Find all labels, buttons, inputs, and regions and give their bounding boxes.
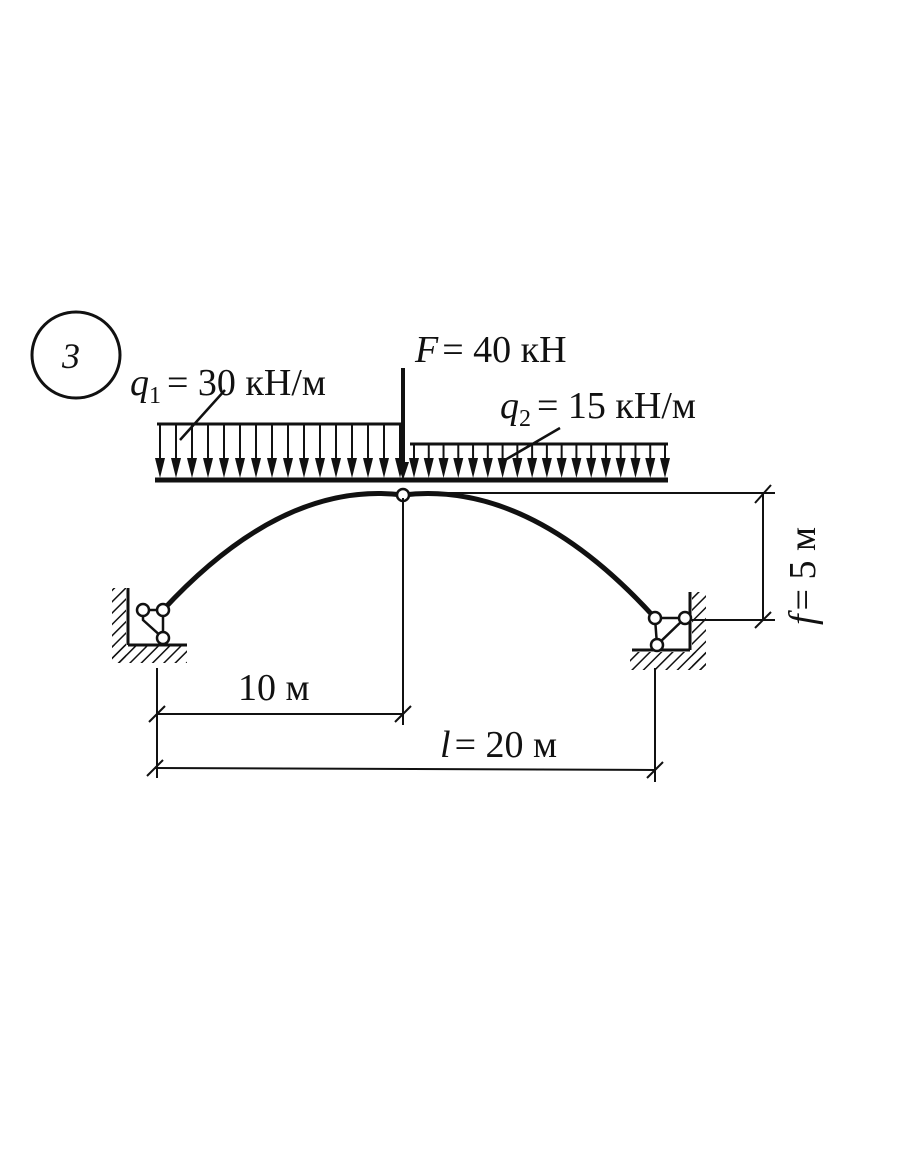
q2-load-arrow (645, 444, 656, 478)
q1-load-arrow (187, 424, 197, 478)
force-F-arrow (397, 368, 409, 480)
span-label: l= 20 м (440, 724, 557, 766)
distributed-load-q1 (155, 422, 405, 478)
left-pinned-support (112, 588, 187, 663)
arch-curve (161, 490, 657, 620)
q2-label: q2= 15 кН/м (500, 385, 696, 432)
q1-load-arrow (219, 424, 229, 478)
distributed-load-q2 (409, 442, 670, 478)
q2-load-arrow (660, 444, 670, 478)
q2-load-arrow (482, 444, 493, 478)
q2-load-arrow (615, 444, 626, 478)
problem-number: 3 (61, 336, 80, 376)
q1-load-arrow (379, 424, 389, 478)
q2-load-arrow (453, 444, 464, 478)
q2-load-arrow (423, 444, 434, 478)
q1-load-arrow (171, 424, 181, 478)
q2-load-arrow (556, 444, 567, 478)
q2-load-arrow (571, 444, 582, 478)
q2-load-arrow (600, 444, 611, 478)
q1-leader (179, 389, 226, 441)
q1-load-arrow (299, 424, 309, 478)
q1-label: q1= 30 кН/м (130, 362, 326, 409)
q2-load-arrow (541, 444, 552, 478)
span-dimension: l= 20 м (146, 668, 664, 782)
half-span-label: 10 м (238, 667, 310, 709)
q2-load-arrow (630, 444, 641, 478)
q1-load-arrow (235, 424, 245, 478)
q2-load-arrow (468, 444, 479, 478)
half-span-dimension: 10 м (148, 498, 412, 778)
q1-load-arrow (155, 424, 165, 478)
q1-load-arrow (315, 424, 325, 478)
q2-load-arrow (586, 444, 597, 478)
q2-load-arrow (527, 444, 538, 478)
rise-label: f= 5 м (782, 527, 824, 625)
q1-load-arrow (331, 424, 341, 478)
q2-load-arrow (438, 444, 449, 478)
q2-load-arrow (409, 444, 419, 478)
q1-load-arrow (347, 424, 357, 478)
q1-load-arrow (203, 424, 213, 478)
q1-load-arrow (251, 424, 261, 478)
q2-load-arrow (512, 444, 523, 478)
problem-number-badge: 3 (30, 310, 122, 400)
q1-load-arrow (267, 424, 277, 478)
rise-dimension: f= 5 м (410, 484, 824, 629)
F-label: F= 40 кН (414, 329, 567, 371)
q2-load-arrow (497, 444, 508, 478)
q1-load-arrow (363, 424, 373, 478)
right-pinned-support (630, 592, 706, 670)
q1-load-arrow (283, 424, 293, 478)
